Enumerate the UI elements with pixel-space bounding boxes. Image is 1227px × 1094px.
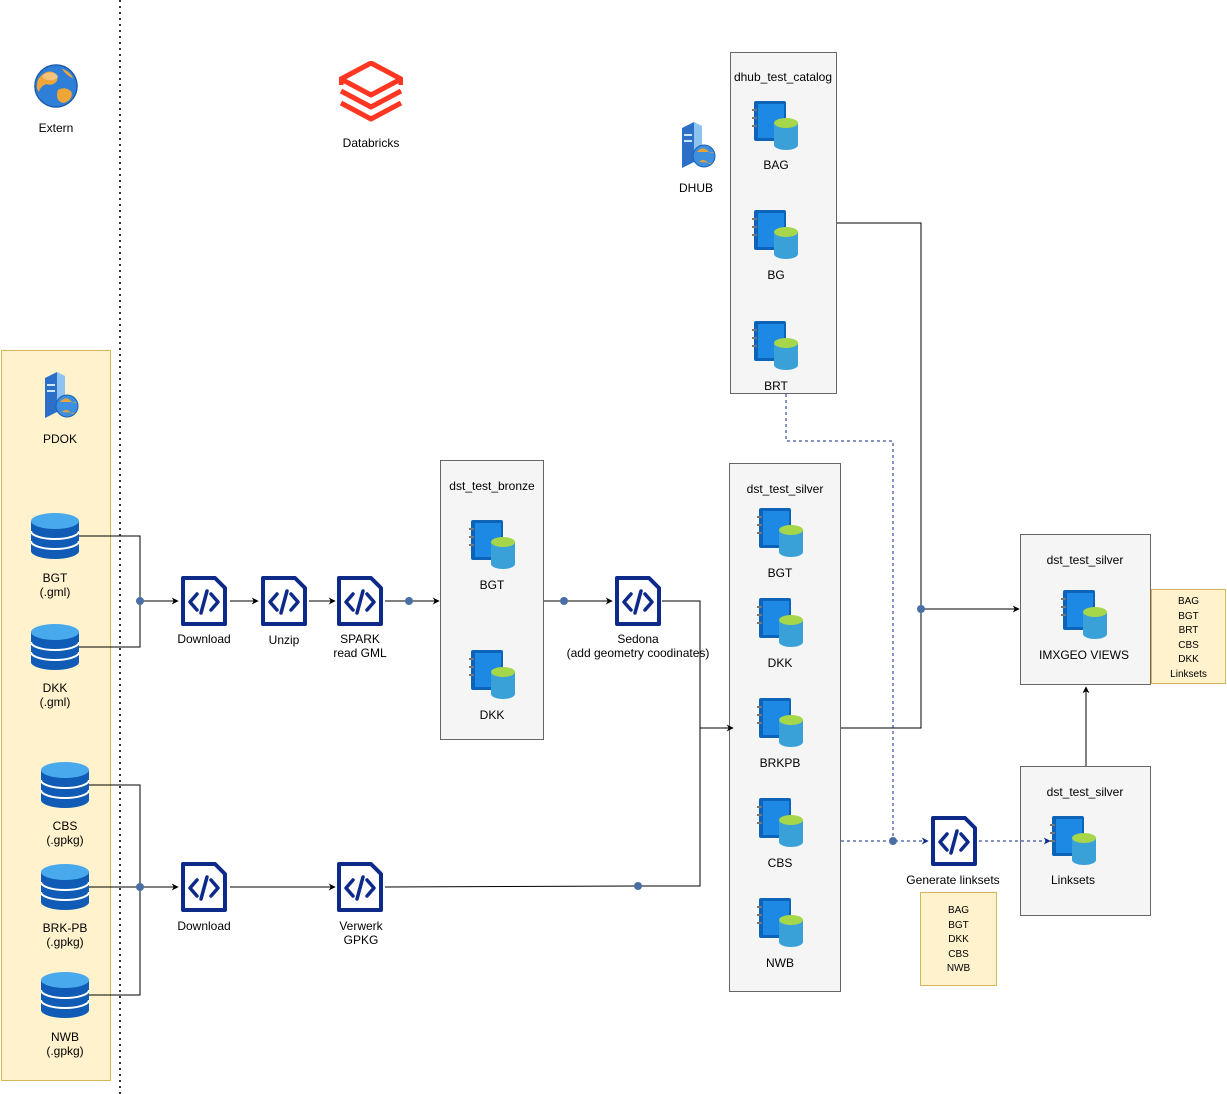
source-name: NWB	[50, 1030, 79, 1044]
sedona-code-icon	[615, 576, 661, 626]
silver-dkk-table-icon	[757, 598, 803, 647]
nwb-database-icon	[41, 972, 89, 1018]
spark-read-code-icon	[337, 576, 383, 626]
note-item: CBS	[1178, 639, 1199, 651]
unzip-code-icon	[261, 576, 307, 626]
note-item: BAG	[1177, 596, 1200, 607]
catalog-bg-label: BG	[767, 268, 785, 282]
gml-connectors	[79, 535, 734, 732]
source-name: DKK	[42, 681, 68, 695]
source-format: (.gml)	[39, 695, 71, 709]
cbs-database-icon	[41, 762, 89, 808]
catalog-brt-table-icon	[752, 321, 798, 370]
linksets-table-icon	[1050, 816, 1096, 865]
source-nwb-label: NWB (.gpkg)	[46, 1030, 83, 1058]
silver-bgt-table-icon	[757, 508, 803, 557]
extern-label: Extern	[38, 121, 74, 135]
silver-bgt-label: BGT	[767, 566, 793, 580]
linkset-connectors	[785, 394, 1051, 845]
catalog-brt-label: BRT	[764, 379, 788, 393]
bronze-title: dst_test_bronze	[449, 479, 535, 493]
linkset-sources-note: BAG BGT DKK CBS NWB	[920, 892, 997, 986]
imxgeo-views-label: IMXGEO VIEWS	[1038, 648, 1130, 662]
download-gpkg-label: Download	[177, 919, 231, 933]
views-connectors	[837, 222, 1090, 766]
spark-read-line: read GML	[333, 646, 387, 660]
note-item: DKK	[948, 934, 969, 945]
note-item: BRT	[1178, 625, 1199, 636]
silver-cbs-label: CBS	[767, 856, 793, 870]
note-item: DKK	[1178, 654, 1199, 665]
silver-brkpb-label: BRKPB	[759, 756, 801, 770]
source-format: (.gml)	[39, 585, 71, 599]
silver-title: dst_test_silver	[746, 482, 824, 496]
views-sources-note: BAG BGT BRT CBS DKK Linksets	[1151, 589, 1226, 684]
linksets-label: Linksets	[1050, 873, 1096, 887]
download-gpkg-code-icon	[181, 862, 227, 912]
source-name: BRK-PB	[42, 921, 88, 935]
source-dkk-label: DKK (.gml)	[40, 681, 71, 709]
verwerk-gpkg-label: Verwerk GPKG	[339, 919, 382, 947]
note-item: BAG	[947, 905, 970, 916]
linksets-title: dst_test_silver	[1046, 785, 1124, 799]
source-format: (.gpkg)	[46, 1044, 84, 1058]
unzip-label: Unzip	[268, 633, 300, 647]
bgt-database-icon	[31, 513, 79, 559]
brk-pb-database-icon	[41, 864, 89, 910]
databricks-label: Databricks	[342, 136, 400, 150]
imxgeo-views-table-icon	[1061, 590, 1107, 639]
verwerk-gpkg-code-icon	[337, 862, 383, 912]
spark-read-label: SPARK read GML	[333, 632, 386, 660]
pdok-label: PDOK	[42, 432, 78, 446]
catalog-bag-table-icon	[752, 101, 798, 150]
note-item: BGT	[1178, 610, 1199, 622]
dhub-server-icon	[681, 122, 716, 169]
silver-nwb-label: NWB	[766, 956, 794, 970]
verwerk-line: GPKG	[343, 933, 379, 947]
catalog-bag-label: BAG	[763, 158, 789, 172]
verwerk-line: Verwerk	[339, 919, 383, 933]
silver-cbs-table-icon	[757, 798, 803, 847]
dhub-label: DHUB	[678, 181, 714, 195]
source-name: BGT	[42, 571, 68, 585]
note-item: BGT	[948, 919, 969, 931]
silver-nwb-table-icon	[757, 898, 803, 947]
pdok-zone	[1, 350, 111, 1081]
extern-globe-icon	[34, 64, 78, 108]
catalog-bg-table-icon	[752, 210, 798, 259]
sedona-line: Sedona	[617, 632, 659, 646]
gpkg-connectors	[89, 728, 701, 996]
sedona-line: (add geometry coodinates)	[566, 646, 710, 660]
dkk-database-icon	[31, 624, 79, 670]
generate-linksets-label: Generate linksets	[906, 873, 1000, 887]
sedona-label: Sedona (add geometry coodinates)	[567, 632, 710, 660]
source-bgt-label: BGT (.gml)	[40, 571, 71, 599]
pdok-server-icon	[44, 372, 79, 419]
spark-read-line: SPARK	[340, 632, 380, 646]
source-name: CBS	[52, 819, 78, 833]
note-item: CBS	[948, 948, 969, 960]
bronze-bgt-label: BGT	[479, 578, 505, 592]
junction-dots	[136, 597, 925, 891]
source-format: (.gpkg)	[46, 935, 84, 949]
bronze-bgt-table-icon	[469, 520, 515, 569]
databricks-logo-icon	[341, 63, 401, 119]
bronze-dkk-table-icon	[469, 650, 515, 699]
note-item: NWB	[946, 963, 971, 974]
catalog-title: dhub_test_catalog	[733, 70, 833, 84]
download-gml-code-icon	[181, 576, 227, 626]
views-title: dst_test_silver	[1046, 553, 1124, 567]
generate-linksets-code-icon	[931, 816, 977, 866]
download-gml-label: Download	[177, 632, 231, 646]
silver-brkpb-table-icon	[757, 698, 803, 747]
source-brk-pb-label: BRK-PB (.gpkg)	[43, 921, 88, 949]
note-item: Linksets	[1170, 668, 1207, 680]
silver-dkk-label: DKK	[767, 656, 793, 670]
bronze-dkk-label: DKK	[479, 708, 505, 722]
source-format: (.gpkg)	[46, 833, 84, 847]
source-cbs-label: CBS (.gpkg)	[46, 819, 83, 847]
